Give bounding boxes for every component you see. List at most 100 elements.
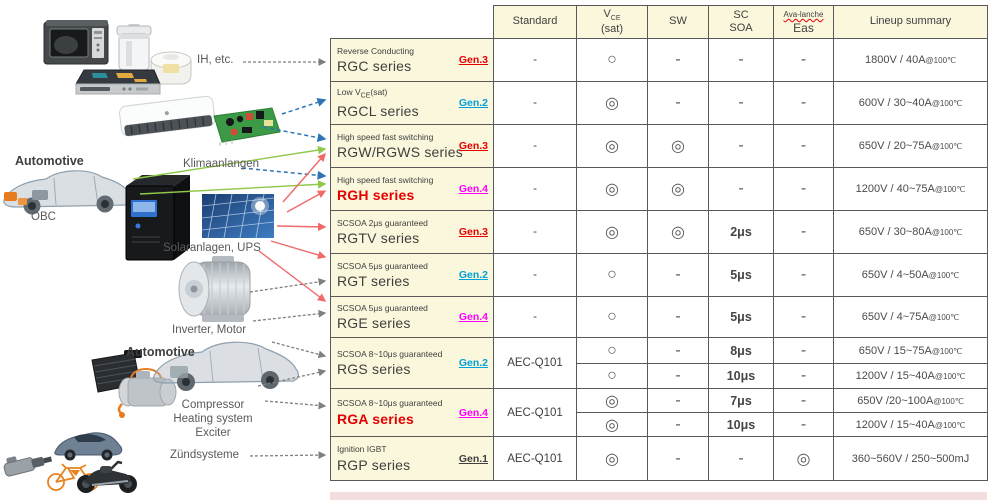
eas-cell: - (773, 38, 834, 82)
standard-cell: - (493, 210, 577, 254)
obc-car-icon (3, 170, 134, 215)
sw-cell: - (647, 388, 709, 413)
ignition-coil-icon (3, 456, 53, 477)
sw-cell: - (647, 436, 709, 481)
series-name: RGP series (337, 456, 411, 473)
lineup-cell: 360~560V / 250~500mJ (833, 436, 988, 481)
sc-soa-cell: 8μs (708, 337, 774, 364)
sc-soa-cell: 10μs (708, 412, 774, 437)
series-name: RGH series (337, 187, 415, 204)
vce-sat-cell: ◎ (576, 388, 648, 413)
series-feature: Low VCE(sat) (337, 86, 388, 100)
gen-link[interactable]: Gen.2 (458, 269, 488, 281)
vce-sat-cell: ◎ (576, 124, 648, 168)
solar-panel-icon (201, 193, 275, 239)
microwave-icon (43, 20, 109, 65)
vce-sat-cell: ○ (576, 38, 648, 82)
series-feature: Ignition IGBT (337, 444, 387, 455)
lineup-cell: 650V / 4~75A@100℃ (833, 296, 988, 338)
sc-soa-cell: 2μs (708, 210, 774, 254)
sc-soa-cell: - (708, 167, 774, 211)
series-feature: SCSOA 5μs guaranteed (337, 260, 428, 271)
gen-link[interactable]: Gen.3 (458, 54, 488, 66)
series-cell-rgw: High speed fast switching RGW/RGWS serie… (330, 124, 494, 168)
automotive-top-label: Automotive (15, 154, 84, 168)
sw-cell: - (647, 337, 709, 364)
gen-link[interactable]: Gen.1 (458, 452, 488, 465)
series-cell-rgh: High speed fast switching RGH series Gen… (330, 167, 494, 211)
ups-icon (125, 175, 190, 261)
lineup-cell: 1800V / 40A@100℃ (833, 38, 988, 82)
heating-system-label: Heating system (173, 413, 253, 425)
row-rga-1200v: ◎ - 10μs - 1200V / 15~40A@100℃ (331, 412, 988, 437)
standard-cell: - (493, 253, 577, 297)
vce-sat-cell: ○ (576, 337, 648, 364)
series-name: RGW/RGWS series (337, 144, 463, 161)
series-name: RGC series (337, 58, 412, 75)
col-header-lineup-summary: Lineup summary (833, 5, 988, 39)
eas-cell: - (773, 363, 834, 389)
standard-cell: AEC-Q101 (493, 388, 577, 437)
gen-link[interactable]: Gen.3 (458, 140, 488, 152)
series-feature: Reverse Conducting (337, 45, 415, 56)
sw-cell: ◎ (647, 210, 709, 254)
gen-link[interactable]: Gen.4 (458, 183, 488, 195)
klimaanlagen-label: Klimaanlangen (183, 158, 260, 170)
sw-cell: - (647, 412, 709, 437)
series-name: RGTV series (337, 230, 420, 247)
sc-soa-cell: 5μs (708, 253, 774, 297)
series-name: RGCL series (337, 103, 419, 120)
inverter-motor-label: Inverter, Motor (172, 324, 247, 336)
eas-cell: - (773, 388, 834, 413)
gen-link[interactable]: Gen.4 (458, 311, 488, 323)
row-rgt: SCSOA 5μs guaranteed RGT series Gen.2 - … (330, 253, 988, 297)
sw-cell: - (647, 253, 709, 297)
series-feature: High speed fast switching (337, 174, 434, 185)
obc-label: OBC (31, 211, 56, 223)
row-rgc: Reverse Conducting RGC series Gen.3 - ○ … (330, 38, 988, 82)
gen-link[interactable]: Gen.2 (458, 97, 488, 109)
ih-label: IH, etc. (197, 54, 234, 66)
sc-soa-cell: - (708, 124, 774, 168)
lineup-cell: 1200V / 40~75A@100℃ (833, 167, 988, 211)
lineup-cell: 650V /20~100A@100℃ (833, 388, 988, 413)
gen-link[interactable]: Gen.4 (458, 406, 488, 419)
vce-sat-cell: ◎ (576, 436, 648, 481)
automotive-bottom-label: Automotive (126, 345, 195, 359)
row-rgs-650v: SCSOA 8~10μs guaranteed RGS series Gen.2… (330, 337, 988, 389)
vce-sat-cell: ○ (576, 363, 648, 389)
standard-cell: - (493, 167, 577, 211)
air-conditioner-icon (119, 95, 216, 137)
series-feature: SCSOA 5μs guaranteed (337, 302, 428, 313)
standard-cell: - (493, 124, 577, 168)
sw-cell: - (647, 363, 709, 389)
standard-cell: AEC-Q101 (493, 337, 577, 389)
lineup-cell: 650V / 20~75A@100℃ (833, 124, 988, 168)
series-name: RGT series (337, 273, 410, 290)
gen-link[interactable]: Gen.3 (458, 226, 488, 238)
zuendsysteme-label: Zündsysteme (170, 449, 240, 461)
sc-soa-cell: - (708, 436, 774, 481)
pcb-board-icon (213, 107, 281, 146)
gen-link[interactable]: Gen.2 (458, 357, 488, 369)
lineup-cell: 600V / 30~40A@100℃ (833, 81, 988, 125)
application-illustration (3, 20, 327, 493)
sc-soa-cell: 10μs (708, 363, 774, 389)
standard-cell: - (493, 296, 577, 338)
lineup-cell: 650V / 15~75A@100℃ (833, 337, 988, 364)
automotive-car-icon (152, 341, 299, 391)
lineup-cell: 1200V / 15~40A@100℃ (833, 412, 988, 437)
sc-soa-cell: - (708, 81, 774, 125)
compressor-icon (117, 368, 177, 418)
vce-sat-cell: ◎ (576, 81, 648, 125)
eas-cell: - (773, 210, 834, 254)
standard-cell: - (493, 38, 577, 82)
sw-cell: ◎ (647, 167, 709, 211)
eas-cell: - (773, 253, 834, 297)
series-cell-rga: SCSOA 8~10μs guaranteed RGA series Gen.4 (330, 388, 494, 437)
solar-ups-label: Solaranlagen, UPS (163, 242, 261, 254)
vce-sat-cell: ○ (576, 253, 648, 297)
vce-sat-cell: ○ (576, 296, 648, 338)
eas-cell: - (773, 296, 834, 338)
